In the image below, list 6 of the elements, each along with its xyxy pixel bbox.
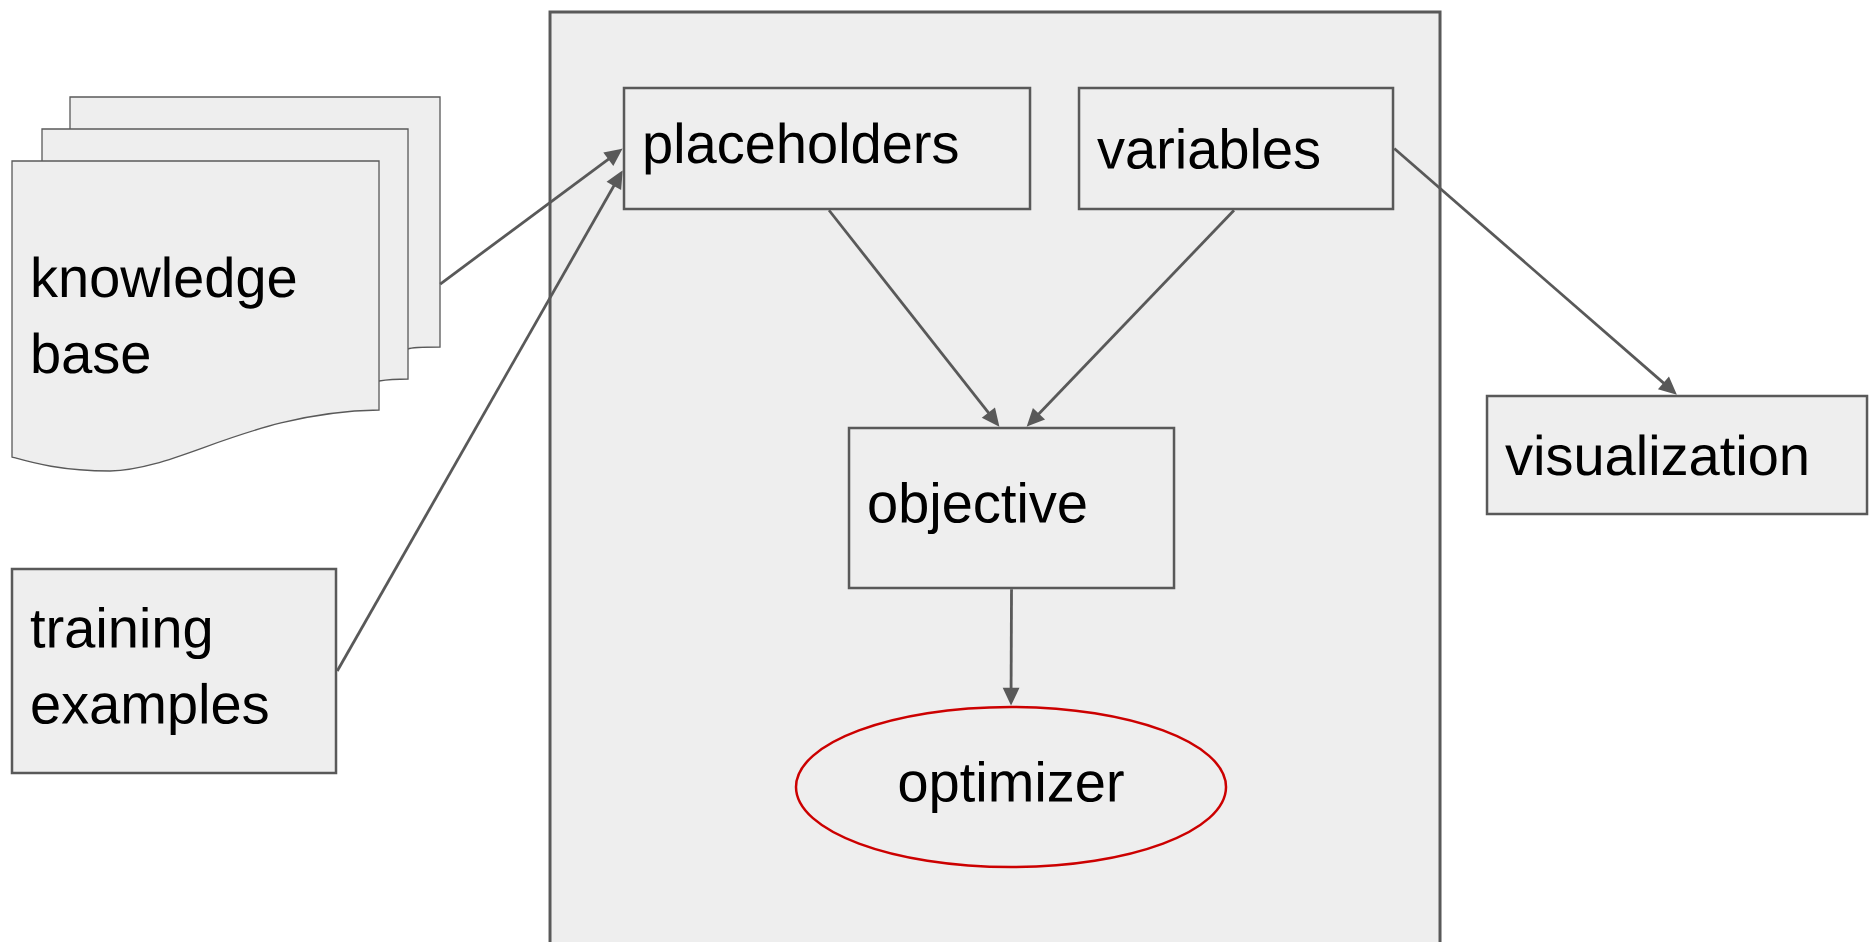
process-box: placeholders — [622, 86, 1032, 211]
process-box: objective — [847, 426, 1176, 590]
process-box: visualization — [1485, 394, 1869, 516]
document-stack: knowledge base — [11, 96, 441, 472]
process-box: training examples — [10, 567, 338, 775]
process-box: variables — [1077, 86, 1395, 211]
